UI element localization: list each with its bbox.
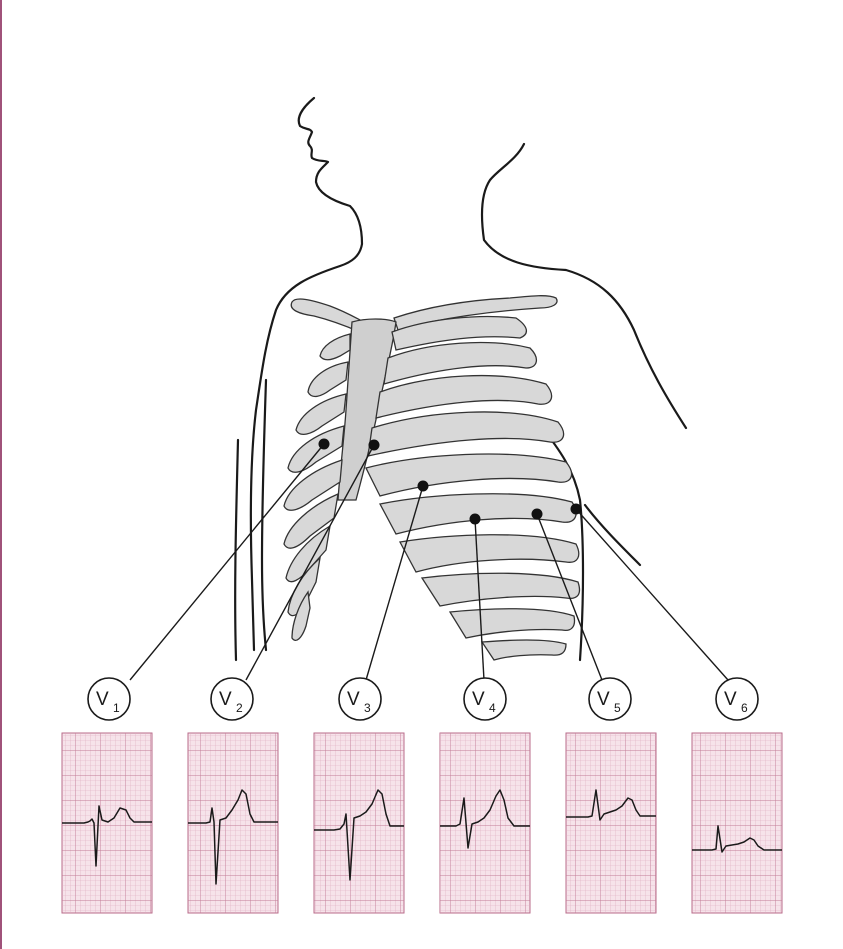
torso-outline (234, 96, 688, 662)
electrode-v1 (318, 438, 330, 450)
face-profile (249, 96, 364, 652)
electrode-v5 (531, 508, 543, 520)
ecg-trace-v1 (62, 805, 152, 867)
electrode-v3 (417, 480, 429, 492)
rib-right-4 (367, 411, 565, 457)
ecg-strip-v2 (187, 732, 279, 914)
electrode-v4 (469, 513, 481, 525)
ecg-trace-v6 (692, 825, 782, 853)
rib-right-6 (379, 493, 577, 535)
ecg-strip-v1 (61, 732, 153, 914)
ecg-trace-v4 (440, 789, 530, 849)
rib-left-3 (295, 393, 347, 436)
lead-label-letter: V (347, 689, 360, 710)
lead-label-subscript: 4 (489, 701, 496, 715)
ecg-trace-v5 (566, 789, 656, 821)
rib-right-3 (375, 374, 553, 419)
lead-wires (129, 443, 729, 681)
page-border (0, 0, 2, 949)
lead-label-v4: V 4 (463, 677, 507, 721)
lead-labels: V 1 V 2 V 3 V 4 V 5 V 6 (87, 677, 759, 721)
lead-label-letter: V (472, 689, 485, 710)
lead-label-letter: V (597, 689, 610, 710)
left-arm-line (260, 378, 268, 652)
rib-left-1 (319, 333, 351, 361)
rib-right-8 (420, 572, 581, 607)
lead-label-subscript: 5 (614, 701, 621, 715)
electrode-v6 (570, 503, 582, 515)
lead-label-subscript: 2 (236, 701, 243, 715)
right-clavicle (393, 295, 558, 331)
ecg-strip-v6 (691, 732, 783, 914)
electrodes (318, 438, 582, 525)
rib-left-4 (287, 425, 345, 473)
rib-cage (283, 295, 581, 661)
rib-right-5 (365, 453, 573, 497)
rib-left-6 (283, 492, 339, 549)
electrode-v2 (368, 439, 380, 451)
lead-label-subscript: 1 (113, 701, 120, 715)
ecg-trace-v2 (188, 789, 278, 885)
lead-wire-v5 (536, 513, 603, 681)
axilla-line (583, 503, 642, 567)
lead-wire-v1 (129, 443, 325, 681)
ecg-strips (61, 732, 783, 914)
lead-wire-v4 (474, 518, 485, 681)
sternum (337, 318, 397, 501)
left-lower-line (234, 438, 240, 662)
lead-label-letter: V (96, 689, 109, 710)
lead-label-v6: V 6 (715, 677, 759, 721)
rib-left-9 (291, 590, 311, 641)
rib-left-2 (307, 361, 349, 398)
ecg-strip-v4 (439, 732, 531, 914)
ecg-strip-v3 (313, 732, 405, 914)
lead-label-letter: V (724, 689, 737, 710)
lead-wire-v6 (575, 508, 729, 681)
rib-right-10 (480, 639, 567, 661)
lead-label-subscript: 6 (741, 701, 748, 715)
lead-label-subscript: 3 (364, 701, 371, 715)
right-arm-line (538, 423, 585, 662)
rib-right-1 (391, 315, 527, 351)
ecg-strip-v5 (565, 732, 657, 914)
lead-label-v3: V 3 (338, 677, 382, 721)
lead-label-v1: V 1 (87, 677, 131, 721)
lead-label-v5: V 5 (588, 677, 632, 721)
rib-left-5 (283, 459, 343, 511)
ecg-trace-v3 (314, 789, 404, 881)
lead-wire-v3 (365, 485, 424, 681)
rib-right-9 (448, 608, 576, 639)
right-shoulder-line (480, 142, 688, 430)
lead-label-letter: V (219, 689, 232, 710)
lead-label-v2: V 2 (210, 677, 254, 721)
rib-right-2 (383, 341, 537, 385)
lead-wire-v2 (245, 444, 375, 681)
